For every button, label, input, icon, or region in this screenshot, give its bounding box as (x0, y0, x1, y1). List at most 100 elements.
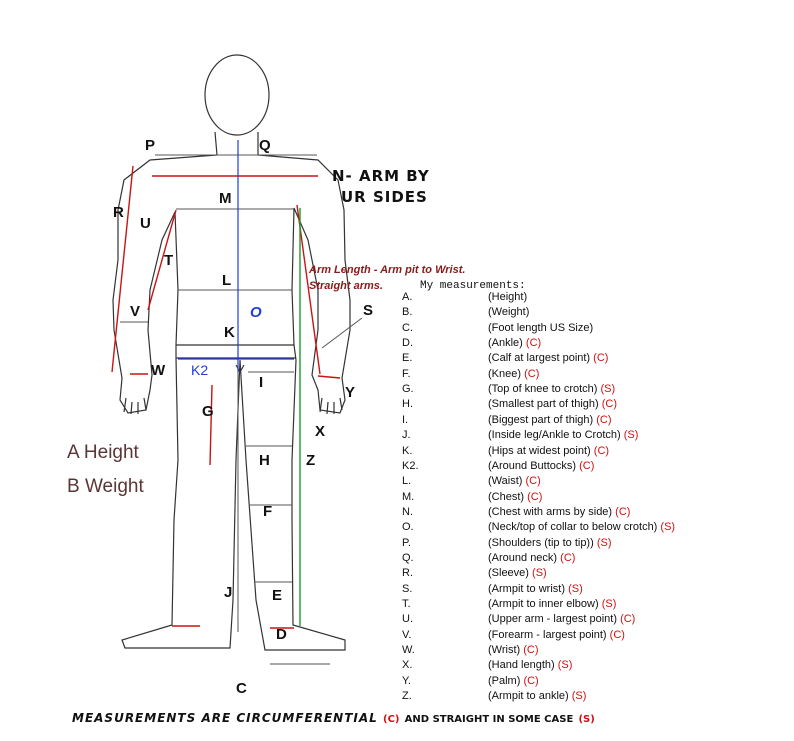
measurement-type-tag: (S) (600, 383, 616, 396)
measurement-code: I. (402, 413, 409, 426)
arm-length-note-line1: Arm Length - Arm pit to Wrist. (309, 264, 466, 276)
measurement-description: (Sleeve) (S) (488, 567, 547, 579)
measurement-type-tag: (S) (532, 567, 547, 580)
measurement-type-tag: (S) (596, 536, 612, 549)
measurement-code: J. (402, 429, 411, 442)
measurement-type-tag: (C) (601, 398, 617, 411)
measurement-description: (Calf at largest point) (C) (488, 352, 608, 364)
measurement-type-tag: (C) (527, 490, 543, 503)
measurement-description-text: (Smallest part of thigh) (488, 398, 599, 411)
measurement-description-text: (Around Buttocks) (488, 459, 577, 472)
measurement-description: (Shoulders (tip to tip)) (S) (488, 537, 612, 549)
height-note: A Height (67, 442, 139, 463)
measurement-description: (Waist) (C) (488, 475, 541, 487)
measurement-description: (Height) (488, 291, 527, 303)
measurement-code: O. (402, 521, 414, 534)
measurement-description: (Palm) (C) (488, 675, 539, 687)
label-g: G (202, 403, 214, 420)
measurement-description-text: (Chest with arms by side) (488, 505, 613, 518)
measurement-code: E. (402, 352, 413, 365)
measurement-description-text: (Inside leg/Ankle to Crotch) (488, 429, 621, 442)
measurement-code: L. (402, 475, 412, 488)
measurement-code: U. (402, 613, 413, 626)
torso-outline (112, 154, 351, 651)
label-k: K (224, 324, 235, 341)
measurement-description-text: (Hips at widest point) (488, 444, 591, 457)
measurement-description: (Neck/top of collar to below crotch) (S) (488, 521, 675, 533)
measurement-code: Q. (402, 551, 414, 564)
measurement-description: (Smallest part of thigh) (C) (488, 398, 617, 410)
measurement-code: A. (402, 291, 413, 303)
measurement-description-text: (Chest) (488, 490, 525, 503)
label-c: C (236, 680, 247, 697)
label-h: H (259, 452, 270, 469)
measurement-description: (Biggest part of thigh) (C) (488, 414, 612, 426)
right-hand-fingers (319, 397, 343, 415)
label-u: U (140, 215, 151, 232)
measurement-code: T. (402, 598, 411, 610)
leg-line-g (209, 384, 213, 466)
label-e: E (272, 587, 283, 604)
label-x: X (315, 423, 326, 440)
measurement-description-text: (Armpit to inner elbow) (488, 598, 599, 610)
measurement-code: P. (402, 536, 411, 549)
note-n-line1: N- ARM BY (332, 167, 430, 185)
measurement-code: G. (402, 383, 414, 396)
measurement-type-tag: (C) (523, 674, 539, 687)
measurement-description-text: (Upper arm - largest point) (488, 613, 617, 626)
label-t: T (164, 252, 174, 269)
label-d: D (276, 626, 287, 643)
measurement-code: K2. (402, 459, 419, 472)
measurement-type-tag: (S) (568, 582, 583, 595)
measurement-code: D. (402, 337, 413, 350)
footer-s-tag: (S) (578, 714, 595, 725)
label-i: I (259, 374, 264, 391)
label-f: F (263, 503, 273, 520)
measurement-description: (Hips at widest point) (C) (488, 445, 609, 457)
measurement-description: (Armpit to ankle) (S) (488, 690, 586, 702)
label-o: O (250, 304, 262, 321)
measurement-code: W. (402, 644, 415, 657)
arm-length-note-line2: Straight arms. (309, 280, 383, 292)
crotch-outline (235, 364, 245, 374)
left-hand-fingers (123, 397, 147, 415)
label-w: W (151, 362, 166, 379)
measurement-code: K. (402, 444, 413, 457)
label-p: P (145, 137, 156, 154)
measurement-code: B. (402, 306, 413, 319)
label-l: L (222, 272, 232, 289)
measurement-description: (Forearm - largest point) (C) (488, 629, 625, 641)
measurement-code: Y. (402, 674, 411, 687)
label-z: Z (306, 452, 316, 469)
measurement-description: (Top of knee to crotch) (S) (488, 383, 615, 395)
measurement-description: (Hand length) (S) (488, 659, 572, 671)
measurement-type-tag: (C) (593, 352, 609, 365)
label-v: V (130, 303, 141, 320)
measurement-description: (Foot length US Size) (488, 322, 593, 334)
measurement-type-tag: (S) (601, 598, 617, 610)
label-j: J (224, 584, 233, 601)
measurement-type-tag: (S) (571, 690, 587, 703)
measurement-type-tag: (C) (615, 505, 631, 518)
measurement-description: (Weight) (488, 306, 529, 318)
weight-note: B Weight (67, 476, 144, 497)
measurement-description-text: (Around neck) (488, 551, 558, 564)
footer-note: MEASUREMENTS ARE CIRCUMFERENTIAL (C) AND… (72, 711, 595, 725)
measurement-description-text: (Calf at largest point) (488, 352, 591, 365)
measurement-description-text: (Hand length) (488, 659, 555, 672)
note-n-line2: UR SIDES (341, 188, 428, 206)
measurement-code: R. (402, 567, 413, 580)
measurement-type-tag: (S) (623, 429, 639, 442)
measurement-code: X. (402, 659, 413, 672)
measurement-description: (Armpit to inner elbow) (S) (488, 598, 616, 610)
measurement-description: (Upper arm - largest point) (C) (488, 613, 635, 625)
measurement-description-text: (Waist) (488, 475, 523, 488)
label-q: Q (259, 137, 271, 154)
label-k2: K2 (191, 362, 209, 378)
measurement-list-title: My measurements: (420, 280, 526, 292)
measurement-type-tag: (C) (525, 337, 542, 350)
measurement-description: (Knee) (C) (488, 368, 539, 380)
footer-main-text: MEASUREMENTS ARE CIRCUMFERENTIAL (72, 711, 378, 725)
measurement-type-tag: (C) (579, 459, 595, 472)
